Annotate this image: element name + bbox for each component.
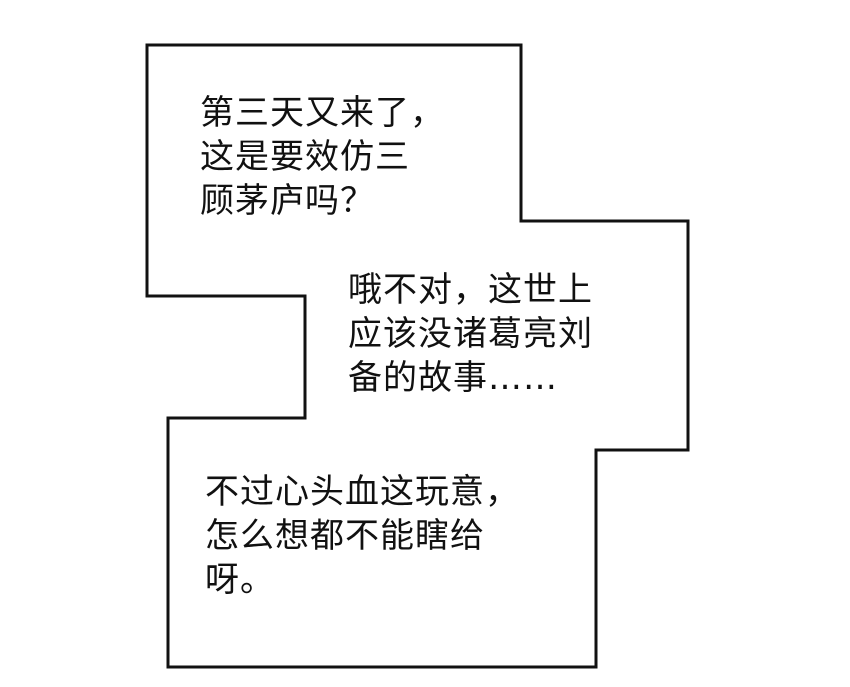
caption-2-line-3: 备的故事…… xyxy=(348,358,558,398)
caption-3-line-3: 呀。 xyxy=(205,560,275,600)
caption-1-line-2: 这是要效仿三 xyxy=(200,137,410,177)
caption-text-2: 哦不对，这世上 应该没诸葛亮刘 备的故事…… xyxy=(348,268,593,400)
caption-text-1: 第三天又来了， 这是要效仿三 顾茅庐吗？ xyxy=(200,91,445,223)
caption-3-line-1: 不过心头血这玩意， xyxy=(205,472,520,512)
caption-2-line-2: 应该没诸葛亮刘 xyxy=(348,314,593,354)
caption-1-line-1: 第三天又来了， xyxy=(200,93,445,133)
caption-3-line-2: 怎么想都不能瞎给 xyxy=(205,516,485,556)
caption-text-3: 不过心头血这玩意， 怎么想都不能瞎给 呀。 xyxy=(205,470,520,602)
caption-1-line-3: 顾茅庐吗？ xyxy=(200,181,375,221)
caption-2-line-1: 哦不对，这世上 xyxy=(348,270,593,310)
